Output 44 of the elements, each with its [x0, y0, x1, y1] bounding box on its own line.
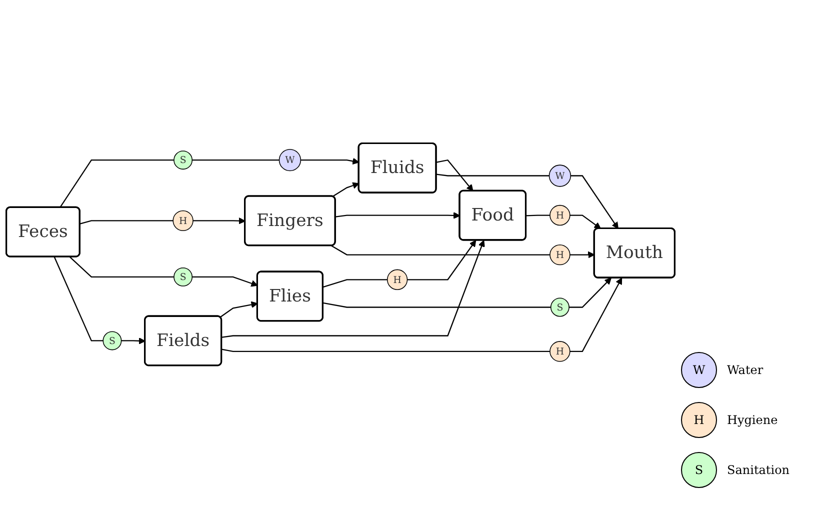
arrow: [222, 240, 485, 338]
connector: [192, 159, 280, 160]
connector: [436, 173, 550, 176]
legend-swatch: S: [681, 452, 717, 488]
arrow: [121, 337, 146, 344]
legend-label: Water: [727, 363, 764, 377]
connector: [80, 220, 174, 224]
node-circle: [548, 164, 572, 187]
arrow: [193, 217, 246, 224]
arrow: [569, 277, 612, 308]
connector: [331, 244, 550, 256]
connector: [60, 159, 174, 208]
node-circle: [386, 268, 408, 290]
arrow: [570, 277, 622, 352]
node-circle: [102, 330, 122, 350]
arrow: [436, 159, 474, 191]
node-circle: [174, 267, 193, 286]
arrow: [407, 240, 476, 280]
node-circle: [550, 204, 570, 226]
connector: [54, 256, 104, 341]
connector: [526, 214, 550, 216]
arrow: [570, 214, 602, 229]
legend-label: Hygiene: [727, 413, 778, 427]
flow-diagram: Fluids W S W Fingers H H Feces Food H Mouth S H Flies S S Fields H: [0, 136, 681, 372]
arrow: [335, 212, 460, 219]
node-circle: [550, 340, 570, 362]
arrow: [332, 182, 360, 197]
arrow: [220, 300, 258, 318]
arrow: [300, 157, 360, 164]
node-circle: [172, 210, 194, 231]
legend-label: Sanitation: [727, 463, 790, 477]
node-circle: [174, 150, 193, 170]
legend-swatch: H: [681, 402, 717, 438]
arrow: [570, 251, 595, 258]
node-circle: [550, 244, 570, 265]
connector: [69, 256, 174, 278]
node-circle: [550, 297, 570, 316]
node-circle: [278, 148, 302, 171]
arrow: [570, 174, 618, 229]
connector: [322, 278, 388, 288]
legend-swatch: W: [681, 352, 717, 388]
connector: [222, 348, 550, 352]
connector: [322, 302, 551, 308]
arrow: [192, 276, 258, 286]
